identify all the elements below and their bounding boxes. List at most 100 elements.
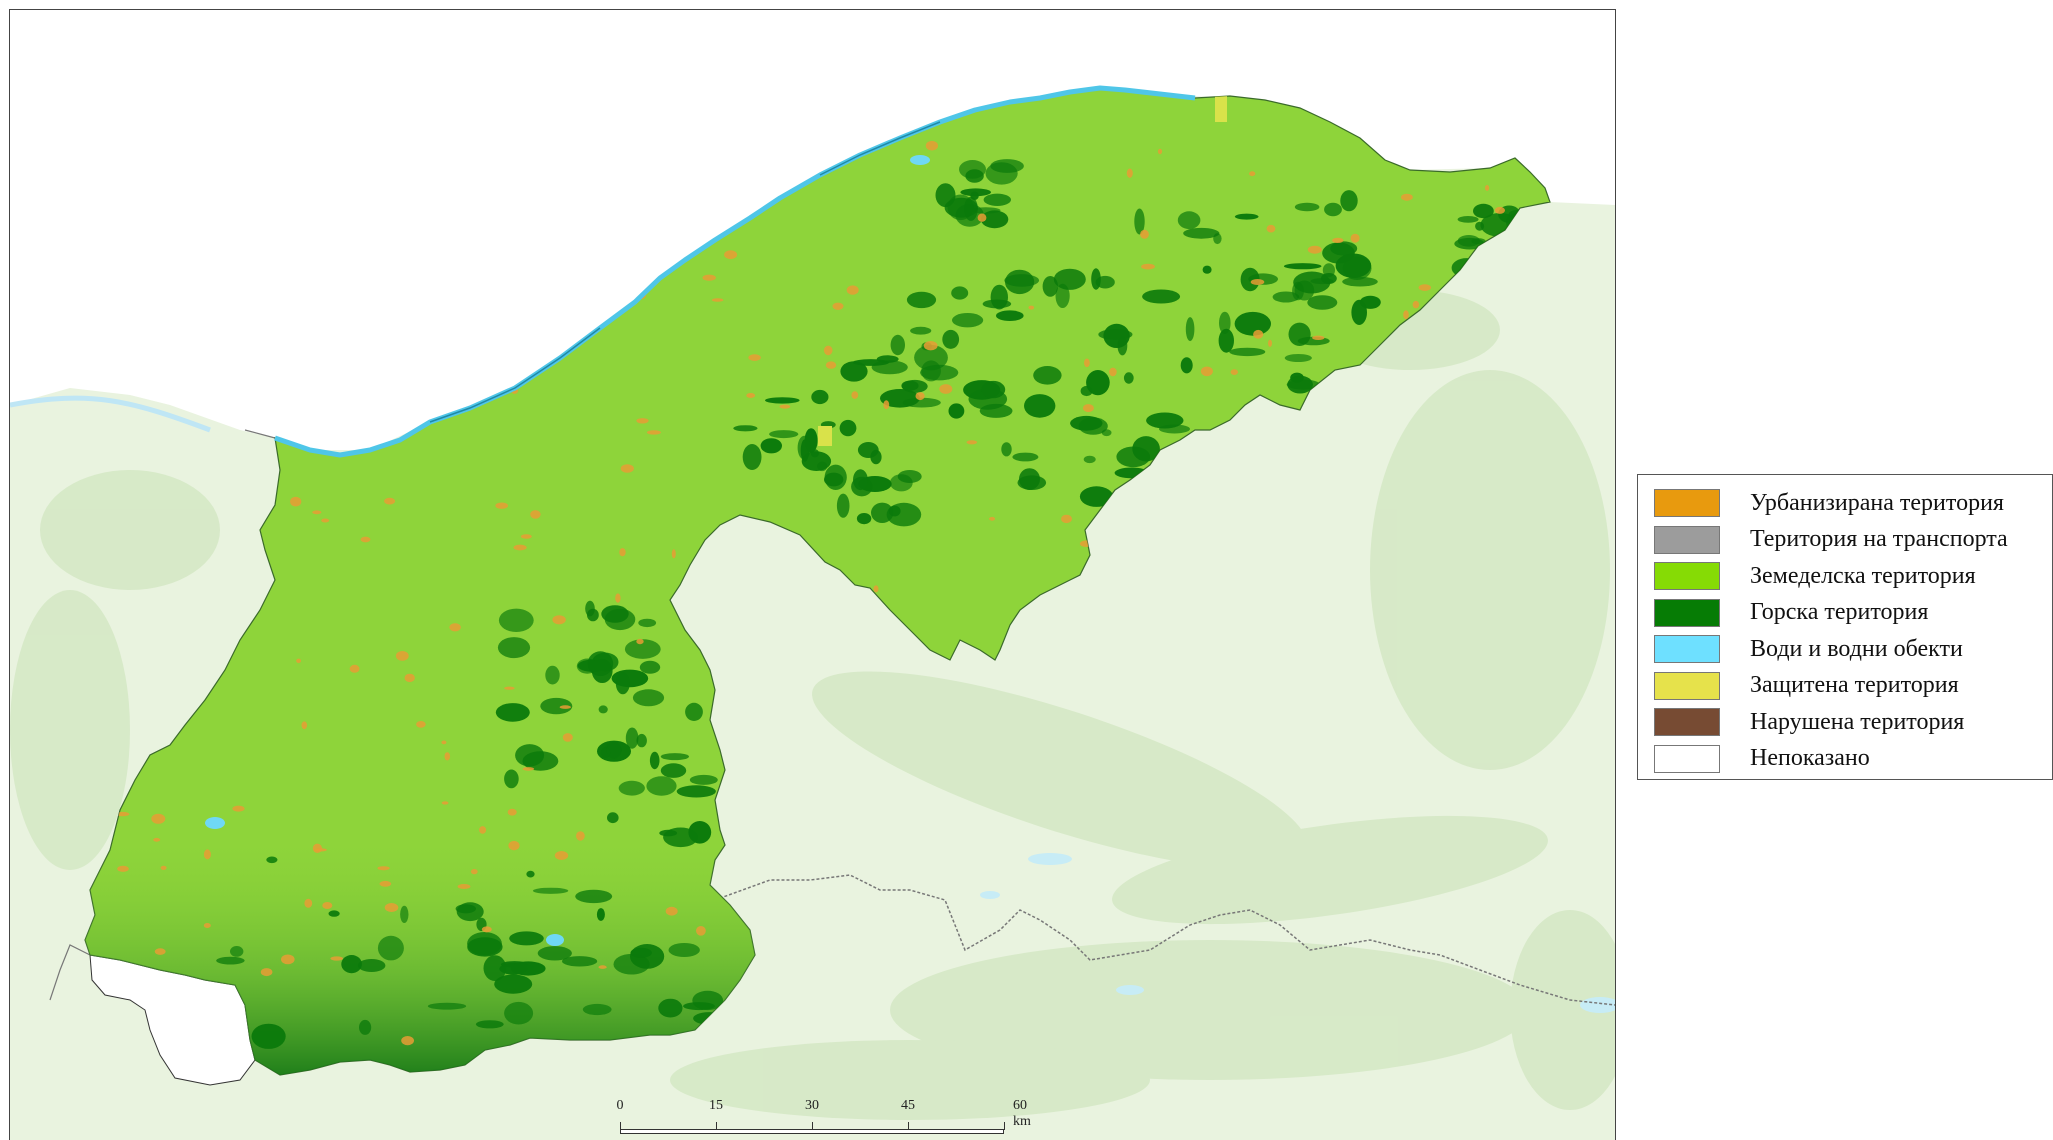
urban-patch [1219,442,1230,448]
forest-patch [658,998,683,1018]
river-inner [429,121,941,423]
urban-patch [966,651,978,656]
urban-patch [349,664,360,673]
forest-patch [467,932,502,956]
sea-area [10,10,1615,450]
urban-patch [1295,766,1307,775]
urban-patch [203,849,211,860]
urban-patch [1286,454,1291,462]
urban-patch [522,767,535,771]
urban-patch [1067,596,1078,603]
forest-patch [537,946,572,961]
forest-patch [1499,251,1531,277]
forest-patch [230,946,244,957]
forest-patch [613,953,650,975]
forest-patch [1149,515,1160,531]
urban-patch [895,783,902,789]
urban-patch [552,615,566,625]
forest-patch [1272,291,1300,303]
urban-patch [1266,224,1276,233]
forest-patch [1252,520,1261,537]
forest-patch [341,955,362,974]
urban-patch [304,898,313,908]
urban-patch [254,515,260,519]
scale-tick [620,1122,621,1130]
forest-patch [801,451,832,472]
forest-patch [1017,475,1047,491]
forest-patch [689,774,718,785]
urban-patch [636,418,649,424]
forest-patch [359,1019,372,1035]
forest-patch [1248,534,1282,551]
urban-patch [883,400,890,410]
urban-patch [1250,279,1265,285]
forest-patch [632,689,665,707]
forest-patch [1005,269,1035,295]
urban-patch [1174,712,1181,721]
forest-patch [630,947,652,958]
urban-patch [977,213,987,222]
urban-patch [1262,536,1269,540]
legend-swatch [1654,708,1720,737]
forest-patch [1234,213,1259,220]
forest-patch [685,702,703,722]
map-frame[interactable] [9,9,1616,1140]
urban-patch [1495,923,1508,933]
urban-patch [504,686,515,690]
urban-patch [404,673,415,683]
forest-patch [526,870,535,878]
urban-patch [513,544,527,551]
urban-patch [1028,305,1035,310]
forest-patch [649,751,660,770]
forest-patch [1294,280,1315,301]
forest-patch [1218,328,1235,353]
urban-patch [1322,431,1336,439]
urban-patch [615,593,621,603]
forest-patch [1086,370,1110,396]
forest-patch [1505,213,1531,232]
urban-patch [1125,707,1132,713]
urban-patch [508,840,520,851]
forest-patch [592,652,619,672]
urban-patch [1200,366,1213,377]
legend-label: Защитена територия [1750,672,1959,699]
urban-patch [322,902,333,909]
urban-patch [160,865,167,871]
urban-patch [636,638,644,645]
urban-patch [1375,765,1384,775]
forest-patch [760,438,782,454]
forest-patch [1234,311,1272,336]
legend-swatch [1654,525,1720,554]
urban-patch [1140,229,1149,239]
forest-patch [1473,203,1494,219]
urban-patch [1157,148,1163,155]
urban-patch [826,944,840,953]
urban-patch [915,392,925,401]
forest-patch [1231,500,1270,527]
urban-patch [848,1023,863,1028]
forest-patch [693,1012,725,1025]
legend-item: Горска територия [1654,595,2052,632]
urban-patch [395,651,409,661]
urban-patch [154,948,166,955]
forest-patch [625,727,639,749]
urban-patch [1495,922,1502,933]
urban-patch [777,727,784,738]
forest-patch [1159,520,1178,538]
forest-patch [836,493,850,518]
urban-patch [1281,710,1287,716]
forest-patch [1233,475,1273,490]
forest-patch [596,908,605,921]
legend-swatch [1654,562,1720,591]
forest-patch [606,741,622,759]
urban-patch [1332,237,1344,243]
legend-swatch [1654,744,1720,773]
forest-patch [1475,221,1485,231]
forest-patch [576,658,598,674]
forest-patch [251,1023,286,1049]
scale-tick [716,1122,717,1130]
forest-patch [615,672,630,695]
forest-patch [1185,501,1196,510]
urban-patch [724,250,738,260]
river-danube [274,85,1196,458]
